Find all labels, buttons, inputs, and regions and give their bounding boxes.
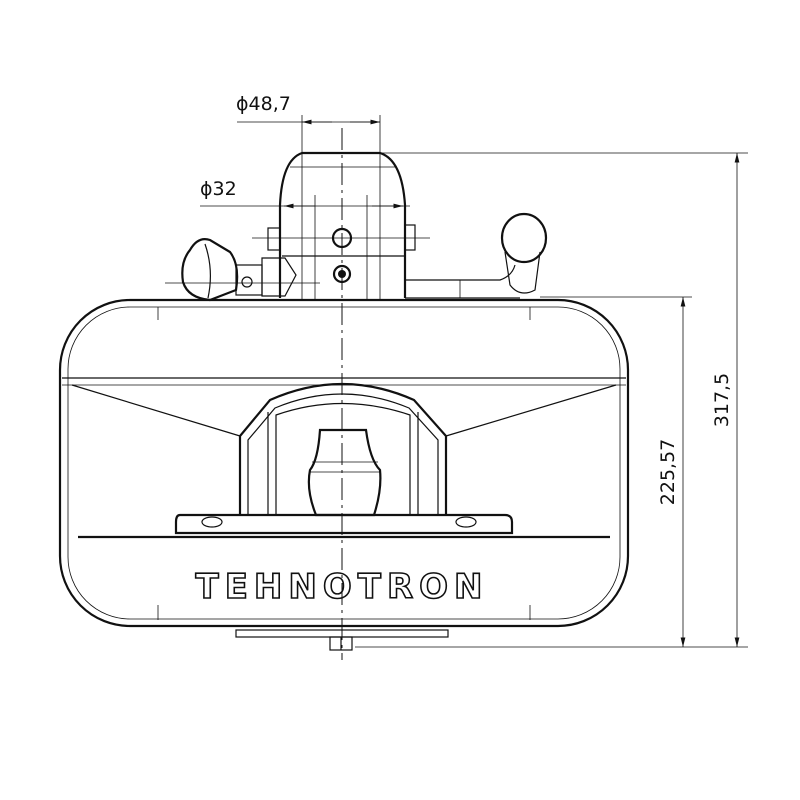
dimension-total-height: 317,5	[355, 152, 748, 648]
ball-cavity	[174, 382, 514, 535]
brand-logo: TEHNOTRON	[196, 567, 489, 607]
dimension-label: ϕ48,7	[236, 93, 291, 115]
dimension-label: 225,57	[657, 439, 679, 505]
dimension-body-height: 225,57	[540, 296, 692, 647]
dimension-label: ϕ32	[200, 178, 237, 200]
dimension-label: 317,5	[711, 373, 733, 427]
dimension-outer-diameter: ϕ48,7	[236, 93, 380, 125]
coupling-body	[58, 298, 630, 628]
locking-sleeve	[252, 151, 430, 298]
dimension-inner-diameter: ϕ32	[200, 178, 410, 209]
release-lever	[405, 212, 548, 299]
lock-knob	[165, 238, 320, 302]
